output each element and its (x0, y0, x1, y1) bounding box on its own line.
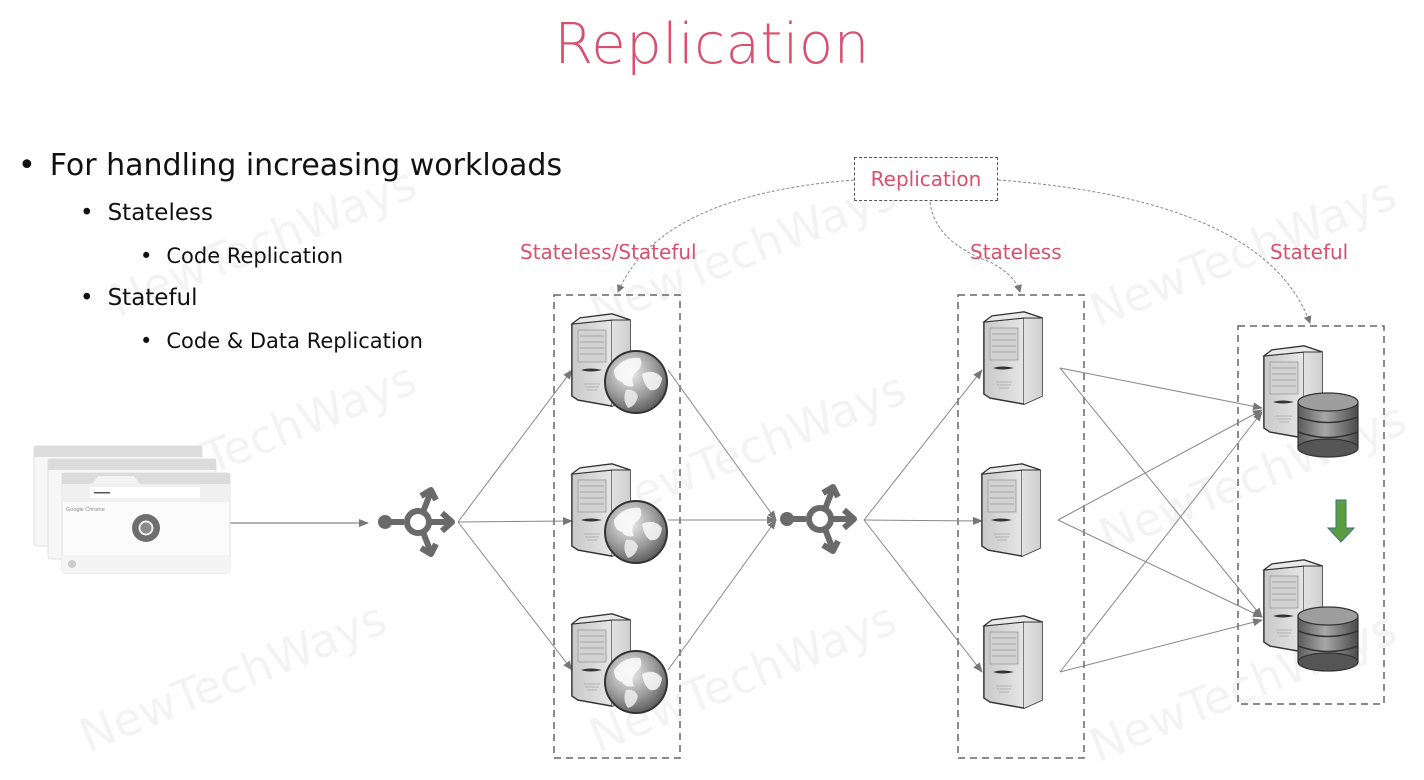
bullet-level1: • For handling increasing workloads (18, 148, 562, 183)
app-tier-group (957, 294, 1085, 759)
edge-lb2-app3 (863, 519, 983, 673)
db-tier-group (1237, 325, 1385, 705)
bullet-level3: • Code & Data Replication (140, 329, 423, 353)
bullet-dot: • (80, 285, 94, 311)
edge-app1-db1 (1059, 367, 1263, 411)
replication-curve-app (929, 201, 1022, 293)
app-tier-label: Stateless (970, 240, 1062, 264)
edge-lb1-web1 (457, 369, 573, 523)
web-server-globe-icon (571, 463, 668, 564)
server-icon (983, 311, 1043, 405)
replication-curve-db (997, 179, 1312, 324)
edge-lb1-web2 (457, 517, 573, 526)
web-server-globe-icon (571, 313, 668, 414)
bullet-dot: • (18, 148, 36, 183)
replication-box: Replication (854, 157, 998, 201)
bullet-text: Code Replication (166, 244, 344, 268)
server-icon (983, 615, 1043, 709)
load-balancer-icon (780, 487, 854, 551)
bullet-text: Code & Data Replication (166, 329, 423, 353)
browser-windows-icon: Google Chrome (33, 445, 231, 574)
replication-curve-web (617, 179, 855, 293)
web-server-globe-icon (571, 613, 668, 714)
bullet-dot: • (140, 329, 153, 353)
edge-app3-db1 (1059, 411, 1263, 673)
edge-app3-db2 (1059, 618, 1263, 673)
bullet-dot: • (80, 200, 94, 226)
web-tier-group (553, 294, 681, 759)
browser-label: Google Chrome (66, 507, 105, 513)
edge-lb2-app2 (863, 516, 983, 525)
slide-title: Replication (554, 12, 870, 77)
bullet-dot: • (140, 244, 153, 268)
edge-app1-db2 (1059, 367, 1263, 618)
database-server-icon (1263, 559, 1359, 672)
edge-web3-lb2 (667, 519, 777, 671)
load-balancer-icon (378, 490, 452, 554)
bullet-text: Stateless (107, 200, 213, 226)
bullet-level3: • Code Replication (140, 244, 343, 268)
db-tier-label: Stateful (1270, 240, 1349, 264)
edge-web1-lb2 (667, 369, 777, 521)
edge-lb2-app1 (863, 369, 983, 521)
edge-app2-db2 (1057, 519, 1263, 618)
server-icon (981, 463, 1041, 557)
bullet-level2: • Stateful (80, 285, 198, 311)
web-tier-label: Stateless/Stateful (520, 240, 697, 264)
data-replication-arrow-icon (1326, 499, 1356, 543)
bullet-level2: • Stateless (80, 200, 213, 226)
edge-lb1-web3 (457, 521, 573, 671)
database-server-icon (1263, 345, 1359, 458)
edge-app2-db1 (1057, 409, 1263, 521)
bullet-text: Stateful (107, 285, 198, 311)
bullet-text: For handling increasing workloads (49, 148, 563, 183)
